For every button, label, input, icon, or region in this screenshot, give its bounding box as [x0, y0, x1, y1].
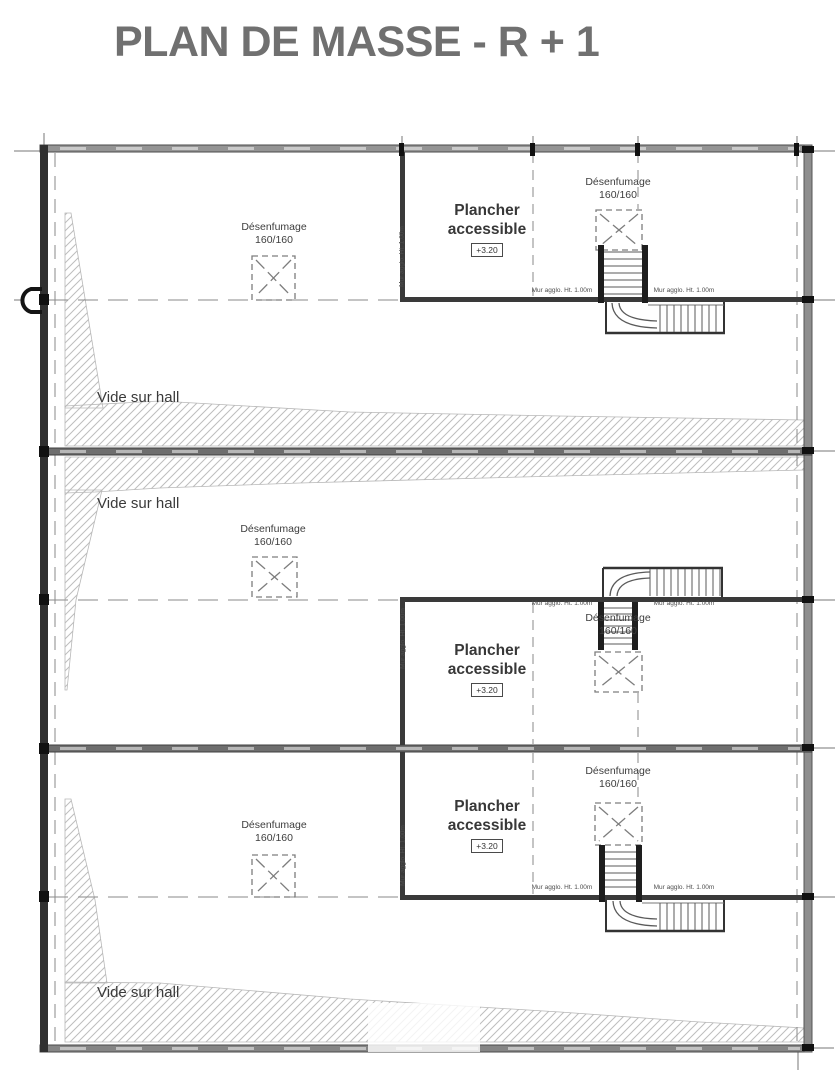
- label-plancher-top: Plancher accessible +3.20: [447, 202, 527, 257]
- smoke-vent-icon: [251, 255, 296, 301]
- smoke-vent-icon: [251, 556, 298, 598]
- watermark: [368, 1003, 480, 1052]
- door-symbol-icon: [20, 287, 42, 314]
- page-title: PLAN DE MASSE - R + 1: [114, 18, 600, 66]
- label-desenfumage-middle-left: Désenfumage 160/160: [240, 523, 306, 548]
- label-mur-agglo-vertical: Mur agglo. Ht. 1.00m: [398, 226, 406, 287]
- column-ticks: [39, 143, 814, 1051]
- label-desenfumage-top-right: Désenfumage 160/160: [585, 176, 651, 201]
- label-mur-agglo: Mur agglo. Ht. 1.00m: [531, 287, 593, 294]
- level-badge: +3.20: [471, 243, 503, 257]
- smoke-vent-icon: [594, 651, 643, 693]
- label-plancher-bottom: Plancher accessible +3.20: [447, 798, 527, 853]
- label-mur-agglo: Mur agglo. Ht. 1.00m: [653, 287, 715, 294]
- smoke-vent-icon: [594, 802, 643, 846]
- label-mur-agglo: Mur agglo. Ht. 1.00m: [531, 884, 593, 891]
- label-mur-agglo-vertical: Mur agglo. Ht. 1.00m: [399, 825, 407, 886]
- stair-top: [598, 245, 725, 335]
- label-vide-sur-hall-middle: Vide sur hall: [97, 495, 180, 512]
- smoke-vent-icon: [251, 854, 296, 898]
- label-vide-sur-hall-top: Vide sur hall: [97, 389, 180, 406]
- hatch-wedge-top: [64, 212, 104, 409]
- hatch-wedge-bottom: [64, 798, 108, 984]
- smoke-vent-icon: [595, 209, 643, 251]
- label-desenfumage-top-left: Désenfumage 160/160: [241, 221, 307, 246]
- label-mur-agglo: Mur agglo. Ht. 1.00m: [653, 884, 715, 891]
- extension-lines: [14, 133, 835, 1070]
- level-badge: +3.20: [471, 839, 503, 853]
- label-mur-agglo: Mur agglo. Ht. 1.00m: [531, 600, 593, 607]
- label-desenfumage-bottom-left: Désenfumage 160/160: [241, 819, 307, 844]
- hatch-band-top: [64, 400, 805, 447]
- label-desenfumage-middle-right: Désenfumage 160/160: [585, 612, 651, 637]
- stair-middle: [598, 566, 723, 650]
- stair-bottom: [599, 845, 725, 933]
- hatch-regions: [64, 212, 805, 1043]
- label-mur-agglo: Mur agglo. Ht. 1.00m: [653, 600, 715, 607]
- label-mur-agglo-vertical: Mur agglo. Ht. 1.00m: [399, 608, 407, 669]
- level-badge: +3.20: [471, 683, 503, 697]
- label-plancher-middle: Plancher accessible +3.20: [447, 642, 527, 697]
- label-vide-sur-hall-bottom: Vide sur hall: [97, 984, 180, 1001]
- hatch-band-middle: [64, 456, 805, 494]
- hatch-wedge-middle: [64, 489, 103, 691]
- label-desenfumage-bottom-right: Désenfumage 160/160: [585, 765, 651, 790]
- smoke-vent-boxes: [251, 209, 643, 898]
